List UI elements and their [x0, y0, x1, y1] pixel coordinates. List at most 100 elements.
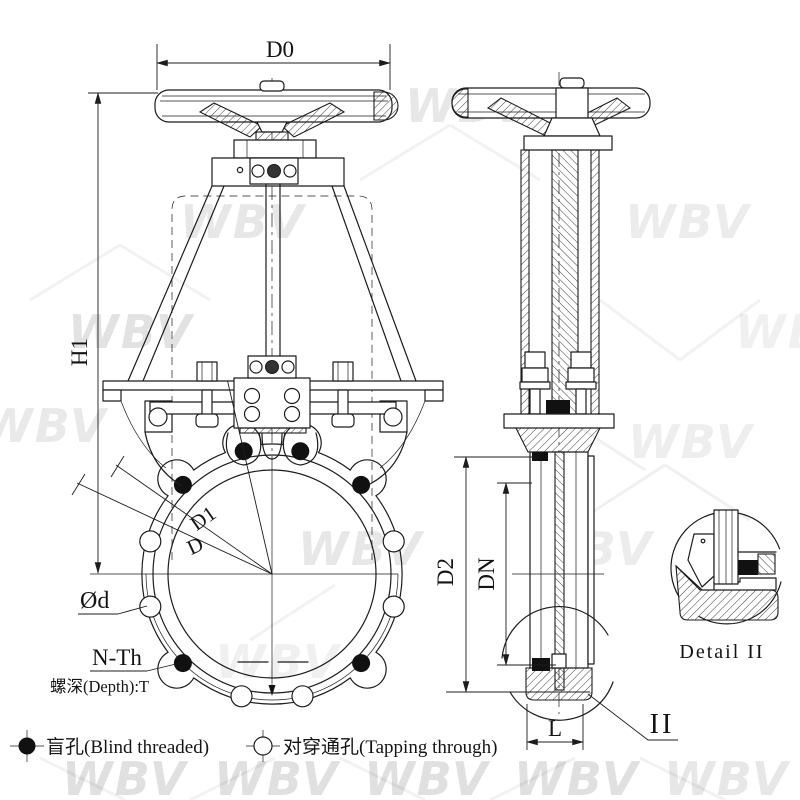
lug-hole	[148, 407, 168, 427]
hub-cone	[543, 117, 601, 137]
watermark-text: WBV	[364, 752, 491, 800]
front-view: D0 H1 D1 D Ød N-Th 螺深(D	[50, 37, 444, 708]
small-hole	[700, 538, 706, 544]
stuffing-ear-right	[282, 432, 319, 466]
through-hole-icon	[246, 730, 280, 762]
detail-seal	[738, 560, 758, 575]
dim-label-d1: D1	[186, 501, 221, 535]
bolt-hole-blind	[352, 475, 371, 494]
watermark-text: WBV	[664, 752, 791, 800]
gland-hole	[243, 387, 261, 405]
gland-bolt-left	[195, 361, 219, 428]
handwheel-hub	[256, 121, 288, 133]
dim-dn: DN	[474, 482, 556, 666]
bolt-hole-blind	[173, 475, 192, 494]
dim-label-d: D	[183, 532, 207, 560]
detail-view: Detail II	[670, 509, 782, 663]
bolt-holes	[139, 442, 405, 708]
detail-caption: Detail II	[679, 641, 764, 663]
yoke-leg-right	[343, 185, 417, 382]
yoke-cap-plate	[523, 135, 613, 151]
handwheel-hub-cap	[259, 80, 285, 92]
gland-hole	[283, 405, 301, 423]
dim-label-d0: D0	[266, 37, 294, 62]
body-shoulder-left-outer	[120, 400, 167, 469]
bolt-hole-through	[139, 595, 162, 618]
watermark-text: WBV	[62, 752, 189, 800]
legend-blind-label: 盲孔(Blind threaded)	[46, 736, 209, 758]
bolt-radius-line	[227, 381, 273, 575]
yoke-head-block	[233, 139, 317, 159]
gland-bolt-right	[565, 351, 597, 415]
watermark-text: WBV	[628, 415, 755, 469]
dim-label-h1: H1	[67, 338, 92, 366]
dim-label-od: Ød	[80, 588, 109, 614]
body-shoulder-left	[144, 431, 183, 487]
gate-hidden-outline	[171, 195, 373, 560]
dim-label-n-th: N-Th	[92, 645, 142, 670]
bonnet-flange-section	[515, 427, 601, 453]
bolt-circle-arc	[145, 573, 399, 701]
stem-section	[265, 360, 279, 374]
seal-section-top	[532, 452, 548, 461]
detail-circle-arc	[670, 511, 781, 597]
watermark-text: WBV	[298, 522, 425, 576]
plate-hole	[251, 164, 265, 178]
handwheel-front	[154, 80, 399, 141]
body-shoulder-right-outer	[379, 400, 426, 469]
gland-block	[233, 377, 311, 429]
dim-label-l: L	[548, 716, 562, 741]
callout-od: Ød	[78, 588, 148, 615]
legend: 盲孔(Blind threaded) 对穿通孔(Tapping through)	[10, 730, 498, 762]
gland-flange-bar	[503, 413, 615, 429]
watermark-text: WBV	[735, 305, 800, 359]
legend-blind-item: 盲孔(Blind threaded)	[10, 730, 209, 762]
lug-hole	[383, 407, 403, 427]
body-shoulder-right	[369, 431, 408, 485]
seat-seal	[532, 658, 550, 671]
body-side	[501, 451, 614, 721]
gland-bolt-right	[331, 361, 355, 428]
handwheel-hub	[555, 87, 589, 119]
bolt-hole-blind	[173, 654, 192, 673]
stem-nut	[255, 131, 289, 141]
detail-body-section	[675, 564, 779, 621]
stuffing-ear-left	[225, 432, 262, 466]
bolt-hole-through	[139, 530, 162, 553]
handwheel-side	[451, 77, 651, 151]
dim-label-dn: DN	[474, 557, 499, 591]
dim-d0: D0	[156, 37, 391, 90]
gate-bottom	[551, 653, 567, 669]
yoke-leg-right-inner	[331, 185, 402, 382]
flange-edge-plate	[587, 455, 595, 665]
detail-seat-block	[687, 533, 715, 588]
handwheel-hub-cap	[559, 77, 585, 89]
watermark-lines	[29, 123, 761, 800]
dim-d2: D2	[433, 456, 590, 693]
legend-through-item: 对穿通孔(Tapping through)	[246, 730, 498, 762]
dim-d1-d: D1 D	[71, 381, 273, 575]
blind-hole-icon	[10, 730, 44, 762]
watermark-text: WBV	[214, 752, 341, 800]
detail-ref-label: II	[650, 709, 675, 740]
dim-label-d2: D2	[433, 558, 458, 586]
gland-assembly-front	[102, 355, 444, 487]
yoke-leg-left-inner	[142, 185, 225, 382]
callout-n-th: N-Th 螺深(Depth):T	[50, 645, 177, 696]
bolt-hole-blind	[291, 442, 310, 461]
seat-section	[525, 667, 593, 701]
watermark-text: WBV	[0, 399, 109, 453]
yoke-front	[127, 139, 417, 382]
detail-leader: II	[587, 693, 678, 741]
detail-retainer	[757, 553, 776, 575]
handwheel-rim-section	[451, 88, 469, 118]
bolt-hole-blind	[352, 654, 371, 673]
watermark-text: WBV	[514, 752, 641, 800]
bolt-hole-through	[230, 685, 253, 708]
bolt-hole-through	[382, 530, 405, 553]
stem-section	[267, 164, 281, 178]
bolt-hole-through	[291, 685, 314, 708]
depth-note: 螺深(Depth):T	[50, 677, 149, 696]
